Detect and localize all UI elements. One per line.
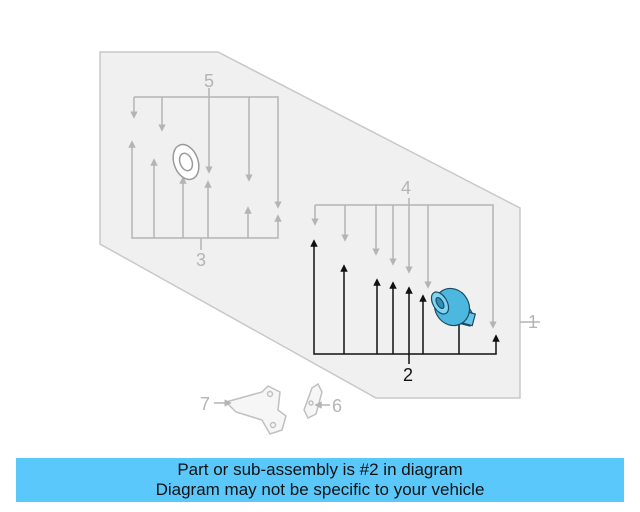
banner-line-2: Diagram may not be specific to your vehi… [155,480,485,499]
callout-3-label: 3 [196,250,206,270]
banner-line-1: Part or sub-assembly is #2 in diagram [177,460,463,479]
bearing-group [128,88,282,250]
callout-6-label: 6 [332,396,342,416]
info-banner: Part or sub-assembly is #2 in diagram Di… [16,458,624,502]
cv-joint-group [310,239,500,364]
callout-2-label: 2 [403,365,413,385]
callout-1-label: 1 [528,312,538,332]
callout-5-label: 5 [204,71,214,91]
callout-7-label: 7 [200,394,210,414]
cv-joint-part [430,287,477,327]
assembly-panel [99,51,521,399]
clip-part [303,382,323,420]
callout-4-label: 4 [401,178,411,198]
bracket-part [224,385,287,435]
hub-bearing-part [172,143,200,181]
